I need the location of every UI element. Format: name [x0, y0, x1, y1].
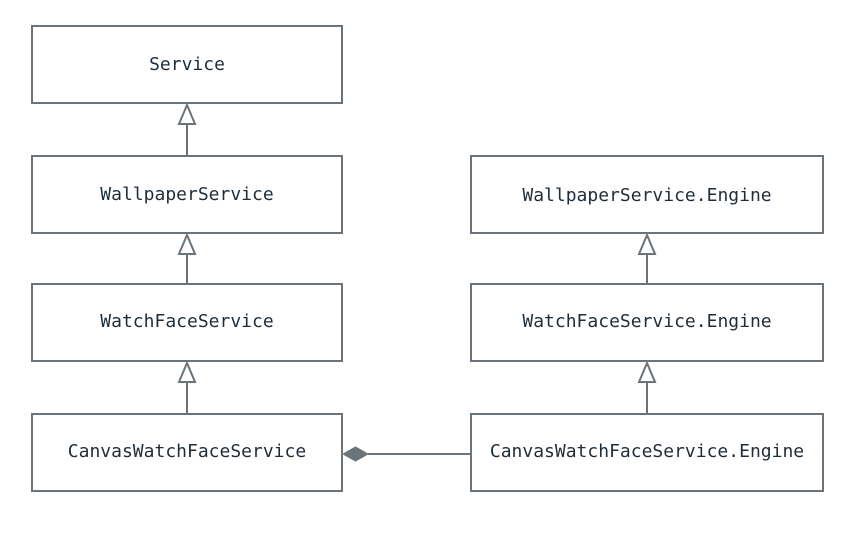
class-name-label: WallpaperService.Engine: [522, 185, 771, 206]
inheritance-arrow-icon: [177, 102, 197, 125]
class-box-wallpaper-service-engine: WallpaperService.Engine: [470, 155, 824, 234]
nodes: Service WallpaperService WatchFaceServic…: [31, 25, 824, 492]
inheritance-arrow-icon: [177, 232, 197, 255]
edges: [177, 102, 657, 462]
class-name-label: Service: [149, 54, 225, 75]
class-box-watch-face-service-engine: WatchFaceService.Engine: [470, 283, 824, 362]
class-box-frame: [470, 283, 824, 362]
class-box-frame: [31, 283, 343, 362]
edge-watch-face-service-to-wallpaper-service: [177, 232, 197, 284]
class-box-watch-face-service: WatchFaceService: [31, 283, 343, 362]
class-name-label: WatchFaceService.Engine: [522, 311, 771, 332]
composition-diamond-icon: [341, 446, 370, 462]
class-box-canvas-watch-face-service: CanvasWatchFaceService: [31, 413, 343, 492]
inheritance-arrow-icon: [637, 360, 657, 383]
class-box-frame: [31, 413, 343, 492]
class-name-label: WallpaperService: [100, 184, 273, 205]
class-box-wallpaper-service: WallpaperService: [31, 155, 343, 234]
class-name-label: CanvasWatchFaceService.Engine: [490, 441, 804, 462]
edge-composition-canvas-engine-to-canvas-service: [341, 446, 470, 462]
class-box-frame: [31, 155, 343, 234]
edge-wallpaper-service-to-service: [177, 102, 197, 155]
inheritance-arrow-icon: [177, 360, 197, 383]
edge-canvas-watch-face-service-engine-to-watch-face-service-engine: [637, 360, 657, 413]
class-name-label: CanvasWatchFaceService: [68, 441, 306, 462]
class-box-frame: [31, 25, 343, 104]
edge-canvas-watch-face-service-to-watch-face-service: [177, 360, 197, 413]
inheritance-arrow-icon: [637, 232, 657, 255]
class-name-label: WatchFaceService: [100, 311, 273, 332]
edge-watch-face-service-engine-to-wallpaper-service-engine: [637, 232, 657, 284]
class-box-frame: [470, 413, 824, 492]
class-box-canvas-watch-face-service-engine: CanvasWatchFaceService.Engine: [470, 413, 824, 492]
class-box-frame: [470, 155, 824, 234]
class-box-service: Service: [31, 25, 343, 104]
